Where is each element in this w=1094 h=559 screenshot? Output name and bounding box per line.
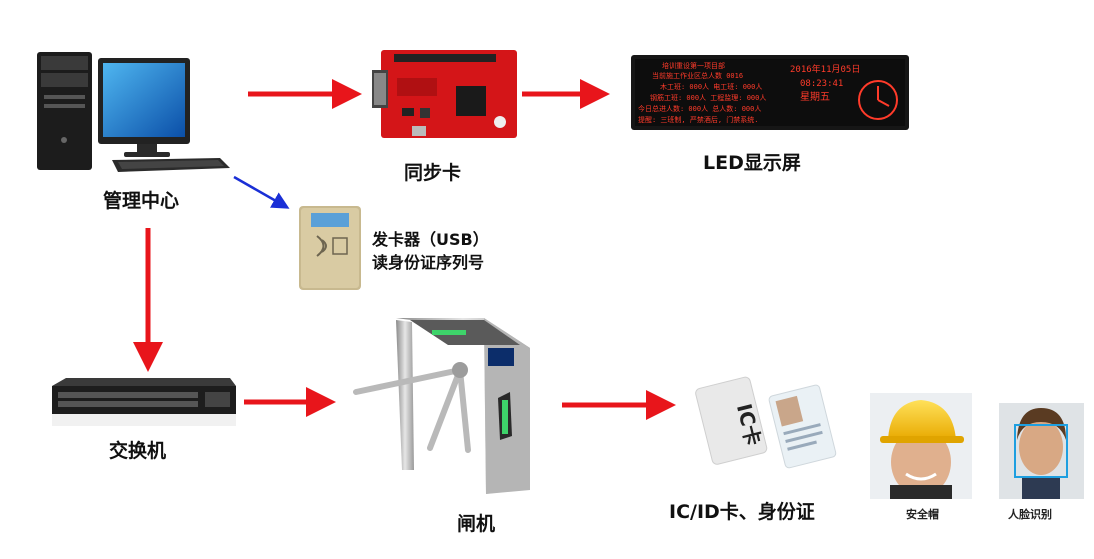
safety-helmet-label: 安全帽 bbox=[906, 508, 939, 521]
arrow-computer-to-card-issuer bbox=[233, 175, 290, 209]
ic-card-icon bbox=[695, 376, 768, 465]
gate-label: 闸机 bbox=[457, 513, 496, 535]
led-line-4: 钢筋工班: 000人 工程监理: 000人 bbox=[650, 93, 766, 102]
led-screen-label: LED显示屏 bbox=[703, 152, 801, 174]
card-issuer-label-line2: 读身份证序列号 bbox=[372, 253, 485, 272]
card-reader-icon bbox=[299, 206, 361, 290]
led-date: 2016年11月05日 bbox=[790, 63, 860, 75]
led-screen-icon bbox=[631, 55, 909, 130]
switch-label: 交换机 bbox=[109, 440, 167, 462]
led-time: 08:23:41 bbox=[800, 79, 843, 89]
led-line-2: 当前施工作业区总人数 0016 bbox=[652, 71, 743, 80]
turnstile-gate-icon bbox=[353, 318, 530, 494]
card-issuer-label-line1: 发卡器（USB） bbox=[372, 230, 489, 249]
led-line-6: 提醒: 三班制, 严禁酒后, 门禁系统. bbox=[638, 115, 759, 124]
safety-helmet-photo bbox=[870, 393, 972, 499]
face-recognition-photo bbox=[999, 403, 1084, 499]
face-recognition-label: 人脸识别 bbox=[1008, 508, 1052, 521]
sync-card-label: 同步卡 bbox=[404, 162, 462, 184]
computer-icon bbox=[37, 52, 230, 172]
sync-card-board-icon bbox=[372, 50, 517, 138]
led-line-3: 木工班: 000人 电工班: 000人 bbox=[660, 82, 762, 91]
network-switch-icon bbox=[52, 378, 236, 426]
ic-id-card-label: IC/ID卡、身份证 bbox=[669, 501, 815, 523]
id-card-icon bbox=[768, 384, 837, 469]
led-line-1: 培训重设第一项目部 bbox=[662, 61, 725, 70]
led-line-5: 今日总进人数: 000人 总人数: 000人 bbox=[638, 104, 761, 113]
led-weekday: 星期五 bbox=[800, 91, 830, 103]
management-center-label: 管理中心 bbox=[103, 190, 180, 212]
